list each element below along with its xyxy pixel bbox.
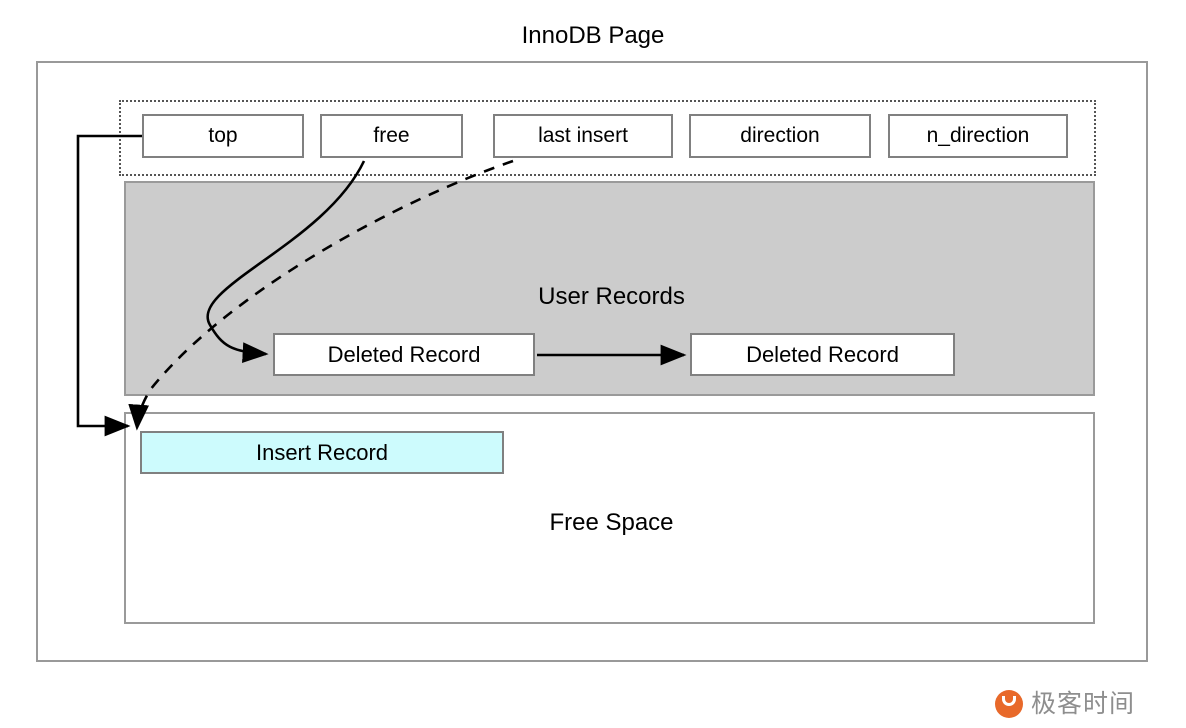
field-box-free[interactable]: free (320, 114, 463, 158)
deleted-record-box-2[interactable]: Deleted Record (690, 333, 955, 376)
free-space-label: Free Space (549, 509, 674, 536)
watermark: 极客时间 (995, 690, 1135, 718)
geektime-logo-icon (995, 690, 1023, 718)
field-box-top[interactable]: top (142, 114, 304, 158)
watermark-label: 极客时间 (1031, 690, 1136, 718)
field-box-n-direction[interactable]: n_direction (888, 114, 1068, 158)
insert-record-box[interactable]: Insert Record (140, 431, 504, 474)
deleted-record-box-1[interactable]: Deleted Record (273, 333, 535, 376)
user-records-label: User Records (538, 283, 685, 310)
page-title: InnoDB Page (521, 22, 665, 49)
field-box-direction[interactable]: direction (689, 114, 871, 158)
field-box-last-insert[interactable]: last insert (493, 114, 673, 158)
